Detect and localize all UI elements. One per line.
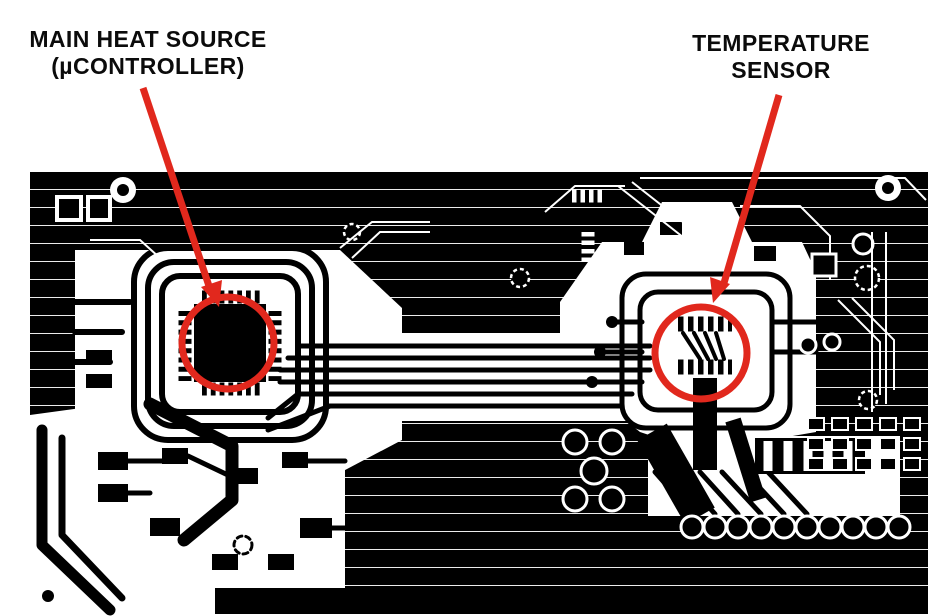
- fanout-thick-trace: [637, 423, 715, 525]
- annotation-arrow-heat-source-shaft: [139, 86, 213, 288]
- annotation-circle-temperature-sensor: [651, 303, 751, 403]
- right-pad-grid: [807, 417, 921, 471]
- label-temperature-sensor-line1: TEMPERATURE: [692, 30, 870, 56]
- annotation-arrow-heat-source-head: [201, 280, 222, 307]
- annotation-heat-source: [139, 86, 278, 393]
- label-temperature-sensor: TEMPERATURE SENSOR: [631, 30, 931, 84]
- bottom-left-pads: [42, 448, 332, 602]
- annotation-arrow-temperature-sensor-shaft: [720, 94, 783, 284]
- trace-bus: [265, 343, 653, 433]
- fanout-block-slits: [763, 441, 853, 471]
- plane-trace-outlines: [90, 177, 927, 412]
- mcu-area-pads: [86, 350, 112, 388]
- connector-pad-row: [679, 514, 912, 540]
- via-cluster: [561, 428, 626, 513]
- temperature-sensor-footprint: [678, 316, 766, 503]
- fiducial-squares: [55, 195, 112, 222]
- annotation-arrow-temperature-sensor-head: [710, 277, 730, 303]
- label-main-heat-source: MAIN HEAT SOURCE (µCONTROLLER): [0, 26, 296, 80]
- annotation-temperature-sensor: [651, 94, 783, 403]
- mounting-hole-top-right: [875, 175, 901, 201]
- annotation-circle-microcontroller: [178, 293, 278, 393]
- mounting-hole-top-left: [110, 177, 136, 203]
- plane-component-pads: [572, 189, 604, 264]
- square-outline-pad: [810, 252, 838, 278]
- label-main-heat-source-line2: (µCONTROLLER): [51, 53, 245, 79]
- label-temperature-sensor-line2: SENSOR: [731, 57, 831, 83]
- label-main-heat-source-line1: MAIN HEAT SOURCE: [29, 26, 267, 52]
- ring-vias: [798, 232, 875, 355]
- bottom-ground-bar: [215, 588, 928, 614]
